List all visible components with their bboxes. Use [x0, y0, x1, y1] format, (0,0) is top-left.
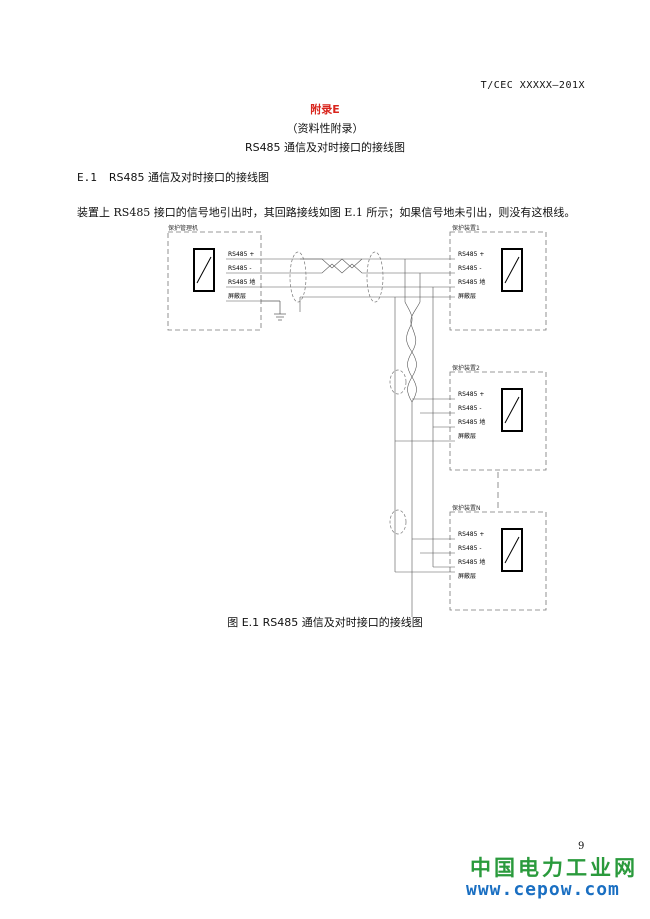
standard-code: T/CEC XXXXX—201X: [480, 80, 585, 91]
appendix-type: （资料性附录）: [286, 122, 364, 135]
appendix-title: 附录E: [310, 103, 340, 116]
device-2-frame: [449, 371, 547, 471]
device-n-term-ground: RS485 地: [458, 558, 485, 566]
left-box-label: 保护管理机: [168, 224, 198, 232]
device-1-term-shield: 屏蔽层: [458, 292, 476, 300]
device-n-term-shield: 屏蔽层: [458, 572, 476, 580]
left-term-ground: RS485 地: [228, 278, 255, 286]
shield-markers-trunk: [289, 251, 384, 303]
left-term-shield: 屏蔽层: [228, 292, 246, 300]
watermark-url: www.cepow.com: [466, 879, 620, 900]
left-terminals: RS485 + RS485 - RS485 地 屏蔽层: [228, 251, 255, 300]
device-2-taps: [395, 398, 455, 442]
device-1-term-plus: RS485 +: [458, 251, 484, 258]
left-term-plus: RS485 +: [228, 251, 254, 258]
left-device-diagonal: [196, 256, 212, 284]
left-box-frame: [167, 231, 262, 331]
earth-ground-symbol: [261, 300, 286, 321]
device-2-block: [501, 388, 523, 432]
device-n-label: 保护装置N: [452, 504, 481, 512]
shield-marker: [389, 369, 407, 395]
device-1: 保护装置1 RS485 + RS485 - RS485 地 屏蔽层: [449, 224, 547, 331]
device-1-frame: [449, 231, 547, 331]
device-2-term-minus: RS485 -: [458, 405, 482, 412]
device-2-term-shield: 屏蔽层: [458, 432, 476, 440]
device-2-label: 保护装置2: [452, 364, 480, 372]
trunk-lines: [299, 258, 455, 312]
body-paragraph: 装置上 RS485 接口的信号地引出时，其回路接线如图 E.1 所示；如果信号地…: [77, 206, 576, 219]
device-n-taps: [395, 538, 455, 573]
device-2-term-ground: RS485 地: [458, 418, 485, 426]
device-n-frame: [449, 511, 547, 611]
appendix-name: RS485 通信及对时接口的接线图: [244, 141, 406, 154]
left-term-minus: RS485 -: [228, 265, 252, 272]
device-n-term-plus: RS485 +: [458, 531, 484, 538]
riser-cable: [394, 259, 434, 617]
device-2: 保护装置2 RS485 + RS485 - RS485 地 屏蔽层: [389, 364, 547, 471]
left-terminal-underlines: [226, 258, 300, 302]
wiring-diagram: 保护管理机 RS485 + RS485 - RS485 地 屏蔽层: [167, 224, 547, 617]
figure-caption: 图 E.1 RS485 通信及对时接口的接线图: [227, 616, 423, 629]
shield-marker: [389, 509, 407, 535]
device-1-label: 保护装置1: [452, 224, 480, 232]
shield-marker: [289, 251, 307, 303]
device-n-block: [501, 528, 523, 572]
watermark-chinese: 中国电力工业网: [470, 856, 638, 880]
section-heading-text: RS485 通信及对时接口的接线图: [108, 171, 269, 184]
shield-marker: [366, 251, 384, 303]
left-box: 保护管理机 RS485 + RS485 - RS485 地 屏蔽层: [167, 224, 300, 331]
device-1-block: [501, 248, 523, 292]
device-n: 保护装置N RS485 + RS485 - RS485 地 屏蔽层: [389, 504, 547, 611]
section-heading: E.1 RS485 通信及对时接口的接线图: [77, 169, 269, 185]
device-n-term-minus: RS485 -: [458, 545, 482, 552]
section-number: E.1: [77, 171, 97, 184]
page-number: 9: [578, 841, 585, 852]
device-1-term-minus: RS485 -: [458, 265, 482, 272]
device-1-term-ground: RS485 地: [458, 278, 485, 286]
left-device-block: [193, 248, 215, 292]
device-2-term-plus: RS485 +: [458, 391, 484, 398]
